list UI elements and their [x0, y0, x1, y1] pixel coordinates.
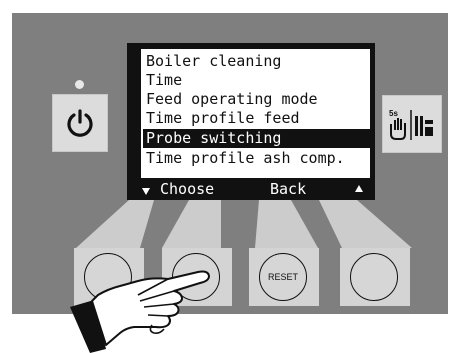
reset-label: RESET — [268, 272, 298, 282]
pointing-hand-icon — [68, 259, 228, 353]
status-led — [75, 80, 84, 89]
lcd-softkey-bar: Choose Back — [136, 181, 368, 199]
power-icon — [64, 107, 96, 139]
lcd-menu-area: Boiler cleaning Time Feed operating mode… — [136, 49, 370, 178]
softkey-up-button[interactable] — [340, 248, 410, 306]
menu-item-time[interactable]: Time — [146, 71, 368, 90]
menu-item-feed-operating-mode[interactable]: Feed operating mode — [146, 90, 368, 109]
triangle-down-icon — [142, 188, 150, 195]
menu-item-boiler-cleaning[interactable]: Boiler cleaning — [146, 52, 368, 71]
reset-circle: RESET — [259, 253, 307, 301]
power-button[interactable] — [52, 94, 108, 152]
triangle-up-icon — [355, 185, 363, 192]
softkey-guides — [12, 200, 448, 248]
softkey-back-label: Back — [270, 181, 306, 197]
menu-item-probe-switching[interactable]: Probe switching — [143, 129, 372, 148]
reset-button[interactable]: RESET — [249, 248, 319, 306]
lcd-scroll-indicator — [136, 49, 141, 178]
manual-feed-hold-icon: 5s — [387, 106, 437, 142]
softkey-up-circle — [350, 253, 398, 301]
manual-feed-button[interactable]: 5s — [382, 95, 442, 153]
softkey-choose-label: Choose — [160, 181, 214, 197]
lcd-display: Boiler cleaning Time Feed operating mode… — [127, 43, 375, 200]
hold-time-caption: 5s — [389, 109, 398, 118]
menu-item-time-profile-ash-comp[interactable]: Time profile ash comp. — [146, 149, 368, 168]
menu-item-time-profile-feed[interactable]: Time profile feed — [146, 109, 368, 128]
